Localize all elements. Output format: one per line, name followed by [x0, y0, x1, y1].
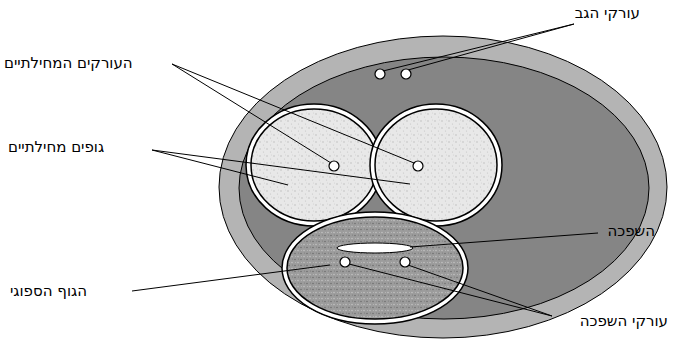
part-label: גופים מחילתיים	[8, 138, 104, 156]
part-label: עורקי השפכה	[580, 312, 668, 330]
part-label: השפכה	[607, 222, 655, 240]
part-label: העורקים המחילתיים	[4, 54, 133, 72]
part-label: הגוף הספוגי	[10, 282, 87, 300]
part-label: עורקי הגב	[575, 4, 640, 22]
